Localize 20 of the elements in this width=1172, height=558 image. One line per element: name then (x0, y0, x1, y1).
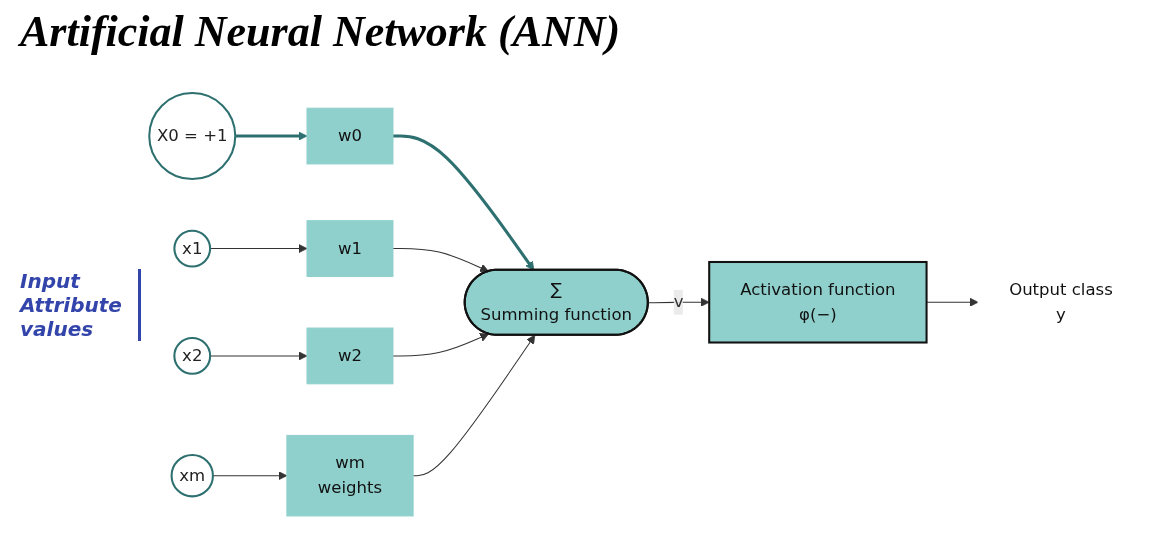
arrow (926, 297, 979, 307)
node-box: w0 (306, 107, 394, 165)
node-box: w1 (306, 220, 394, 277)
node-box: Activation function φ(−) (708, 260, 928, 344)
node-box: wm weights (286, 434, 414, 517)
side-label: Input Attribute values (20, 268, 141, 341)
node-circle: x2 (173, 337, 212, 375)
arrow (392, 134, 535, 271)
arrow (209, 244, 308, 254)
arrow (392, 248, 489, 273)
edge-label: v (673, 291, 684, 312)
arrow (235, 131, 308, 141)
node-box: w2 (306, 327, 394, 385)
arrow (209, 351, 308, 361)
node-circle: xm (170, 453, 214, 498)
arrow (392, 333, 489, 357)
node-circle: X0 = +1 (148, 92, 237, 181)
node-text: Output class y (1009, 279, 1113, 324)
arrow (647, 297, 710, 307)
node-circle: x1 (173, 229, 212, 268)
